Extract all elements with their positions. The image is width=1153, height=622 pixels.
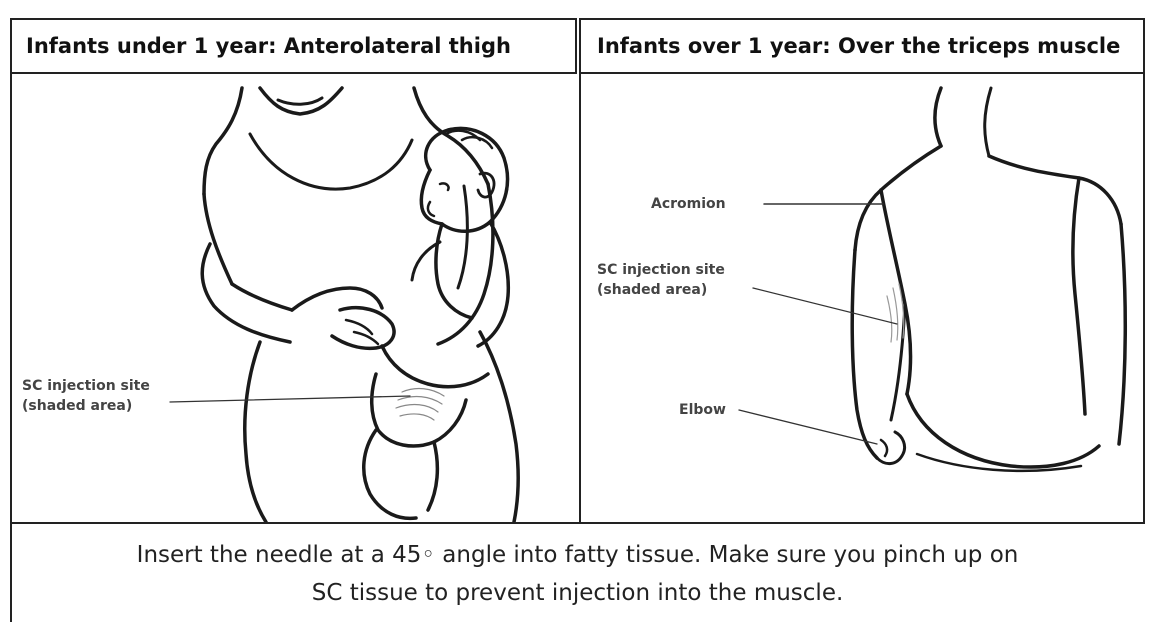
left-injection-site-label-line2: (shaded area)	[22, 398, 132, 414]
left-panel: SC injection site (shaded area)	[10, 74, 577, 522]
right-panel-heading: Infants over 1 year: Over the triceps mu…	[579, 18, 1145, 74]
elbow-label: Elbow	[679, 400, 726, 420]
right-injection-site-label-line2: (shaded area)	[597, 282, 707, 298]
right-panel: Acromion SC injection site (shaded area)…	[579, 74, 1145, 522]
caption-line2: SC tissue to prevent injection into the …	[10, 574, 1145, 612]
left-panel-heading: Infants under 1 year: Anterolateral thig…	[10, 18, 577, 74]
caption-line1: Insert the needle at a 45◦ angle into fa…	[10, 536, 1145, 574]
right-injection-site-label: SC injection site (shaded area)	[597, 260, 725, 300]
outer-border-right	[1143, 74, 1145, 522]
instruction-caption: Insert the needle at a 45◦ angle into fa…	[10, 522, 1145, 621]
outer-border-left	[10, 74, 12, 622]
right-injection-site-label-line1: SC injection site	[597, 262, 725, 278]
acromion-label: Acromion	[651, 194, 726, 214]
left-injection-site-label: SC injection site (shaded area)	[22, 376, 150, 416]
left-injection-site-label-line1: SC injection site	[22, 378, 150, 394]
adult-holding-infant-illustration	[10, 74, 577, 522]
